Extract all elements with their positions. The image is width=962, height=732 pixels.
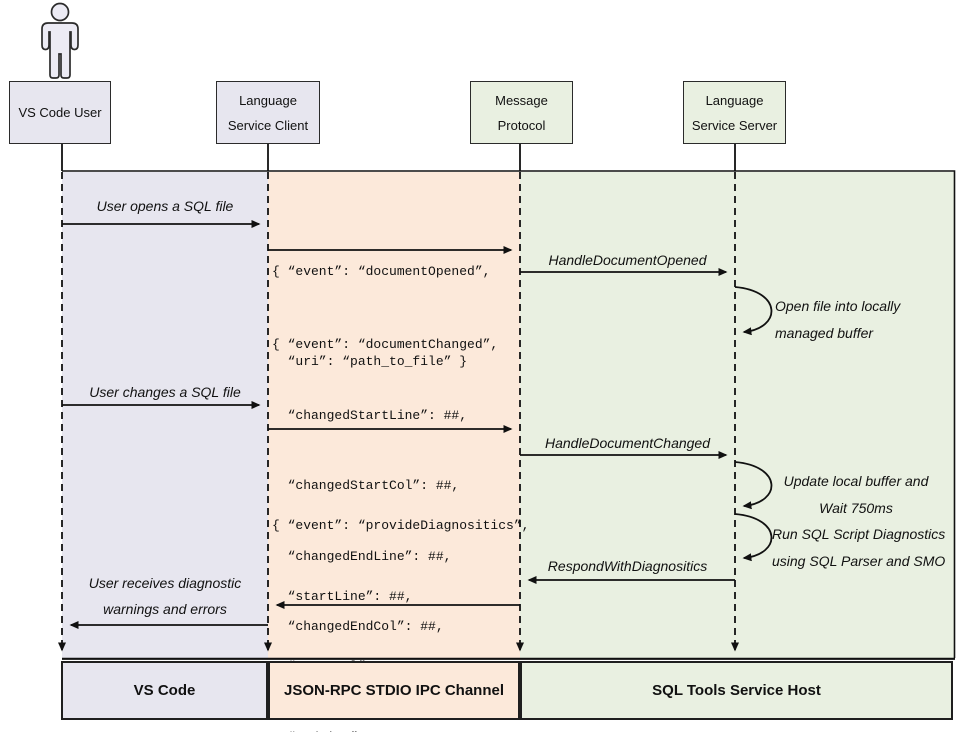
participant-vscode-user: VS Code User — [9, 81, 111, 144]
system-box-ipc-channel: JSON-RPC STDIO IPC Channel — [268, 661, 520, 720]
payload-line: { “event”: “documentOpened”, — [272, 264, 491, 279]
payload-line: { “event”: “documentChanged”, — [272, 337, 499, 352]
label-user-changes: User changes a SQL file — [89, 384, 241, 400]
payload-line: “startLine”: ##, — [272, 588, 413, 604]
participant-language-service-client: Language Service Client — [216, 81, 320, 144]
user-person-icon — [41, 2, 79, 79]
system-label: VS Code — [133, 682, 196, 699]
label-user-receives: User receives diagnostic warnings and er… — [75, 570, 255, 622]
payload-line: “uri”: “path_to_file” } — [272, 354, 468, 369]
self-loop-update-buffer — [734, 461, 773, 510]
lifeline-stubs — [61, 143, 736, 171]
participant-label: Message — [495, 92, 548, 108]
lane-ipc-channel — [268, 172, 520, 659]
participant-label: Language — [705, 92, 764, 108]
label-line: warnings and errors — [103, 601, 227, 617]
note-line: managed buffer — [775, 325, 874, 341]
participant-label: Protocol — [497, 117, 546, 133]
payload-line: “changedStartCol”: ##, — [272, 478, 460, 493]
label-handle-document-changed: HandleDocumentChanged — [545, 435, 710, 451]
self-loop-run-diagnostics — [734, 513, 773, 562]
lifeline-end-arrows — [58, 642, 739, 652]
message-arrows — [62, 220, 773, 629]
participant-label: Language — [239, 92, 297, 108]
note-open-file: Open file into locally managed buffer — [775, 293, 900, 347]
participant-label: VS Code User — [18, 105, 102, 120]
note-run-diagnostics: Run SQL Script Diagnostics using SQL Par… — [772, 521, 945, 575]
payload-line: “changedEndCol”: ##, — [272, 619, 444, 634]
lane-vscode — [62, 172, 268, 659]
participant-language-service-server: Language Service Server — [683, 81, 786, 144]
participant-message-protocol: Message Protocol — [470, 81, 573, 144]
system-label: JSON-RPC STDIO IPC Channel — [283, 682, 505, 699]
payload-document-opened: { “event”: “documentOpened”, “uri”: “pat… — [272, 197, 490, 437]
label-line: User receives diagnostic — [88, 575, 242, 591]
note-line: Run SQL Script Diagnostics — [772, 526, 946, 542]
label-handle-document-opened: HandleDocumentOpened — [548, 252, 707, 268]
system-box-vscode: VS Code — [61, 661, 268, 720]
note-update-buffer: Update local buffer and Wait 750ms — [770, 468, 942, 522]
label-user-opens: User opens a SQL file — [96, 198, 234, 214]
payload-line: “endLine”: ##, — [272, 726, 529, 732]
system-label: SQL Tools Service Host — [652, 682, 821, 699]
participant-label: Service Server — [691, 117, 778, 133]
band-border — [62, 170, 956, 658]
system-box-sql-tools-host: SQL Tools Service Host — [520, 661, 953, 720]
lane-sql-host — [520, 172, 955, 659]
label-respond-with-diagnositics: RespondWithDiagnositics — [547, 558, 708, 574]
note-line: Update local buffer and — [783, 473, 929, 489]
note-line: using SQL Parser and SMO — [772, 553, 946, 569]
note-line: Wait 750ms — [819, 500, 893, 516]
payload-line: { “event”: “provideDiagnositics”, — [272, 518, 530, 533]
participant-label: Service Client — [227, 117, 309, 133]
self-loop-open-file — [734, 286, 773, 336]
payload-line: “changedEndLine”: ##, — [272, 548, 452, 564]
payload-line: “changedStartLine”: ##, — [272, 407, 468, 423]
note-line: Open file into locally — [775, 298, 901, 314]
